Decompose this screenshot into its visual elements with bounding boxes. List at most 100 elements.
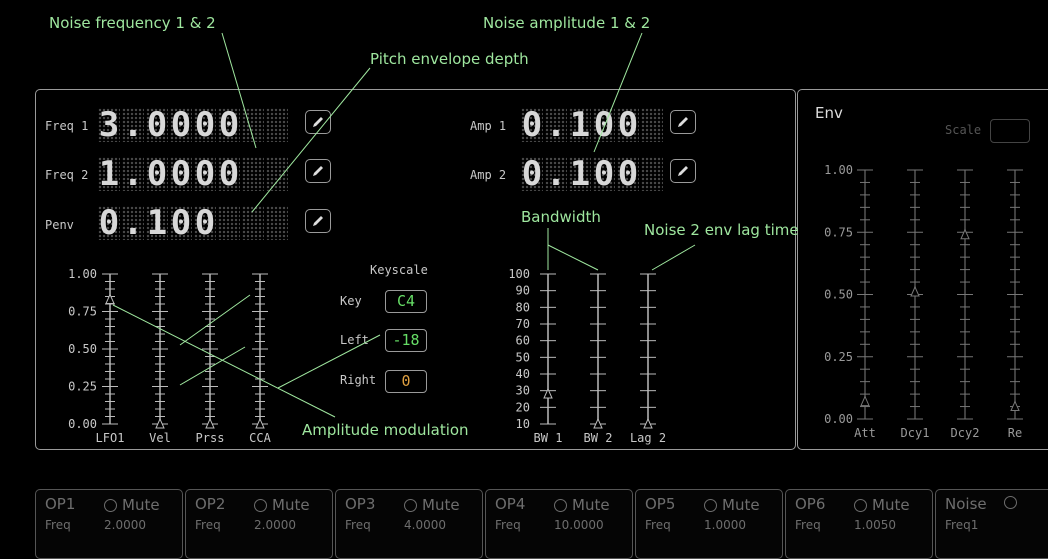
lcd-cell: 0 xyxy=(521,105,543,145)
scale-tick-label: 70 xyxy=(516,317,530,331)
slider-label: BW 1 xyxy=(534,431,563,445)
lcd-cell: . xyxy=(545,154,567,194)
pitch-env-annotation: Pitch envelope depth xyxy=(370,50,529,68)
slider-thumb[interactable] xyxy=(960,228,970,240)
mute-label: Mute xyxy=(422,496,460,514)
edit-penv-button[interactable] xyxy=(305,209,331,233)
slider-thumb[interactable] xyxy=(205,417,215,429)
radio-icon xyxy=(704,498,717,512)
left-field[interactable]: -18 xyxy=(385,329,427,352)
tab-freq-label: Freq1 xyxy=(945,518,979,532)
scale-tick-label: 90 xyxy=(516,284,530,298)
mute-toggle[interactable]: Mute xyxy=(704,496,760,514)
slider-label: Att xyxy=(854,426,876,440)
tab-name: Noise xyxy=(945,495,987,513)
lcd-cell: 0 xyxy=(218,154,240,194)
lcd-cell: 3 xyxy=(98,105,120,145)
scale-tick-label: 0.50 xyxy=(68,342,97,356)
scale-tick-label: 20 xyxy=(516,400,530,414)
radio-icon xyxy=(554,498,567,512)
right-field[interactable]: 0 xyxy=(385,370,427,393)
lcd-cell: 0 xyxy=(170,154,192,194)
lcd-cell: . xyxy=(122,203,144,243)
slider-thumb[interactable] xyxy=(543,387,553,399)
slider-thumb[interactable] xyxy=(105,293,115,304)
lcd-cell: 1 xyxy=(98,154,120,194)
scale-tick-label: 0.50 xyxy=(824,288,853,302)
slider-label: LFO1 xyxy=(96,431,125,445)
slider-thumb[interactable] xyxy=(255,417,265,429)
mute-toggle[interactable] xyxy=(1004,496,1022,509)
penv-label: Penv xyxy=(45,218,74,232)
mute-toggle[interactable]: Mute xyxy=(254,496,310,514)
radio-icon xyxy=(854,498,867,512)
scale-tick-label: 0.25 xyxy=(824,350,853,364)
slider-label: Dcy1 xyxy=(901,426,930,440)
pencil-icon xyxy=(678,117,688,127)
slider-thumb[interactable] xyxy=(155,417,165,429)
slider-label: Re xyxy=(1008,426,1022,440)
lcd-cell: . xyxy=(122,105,144,145)
tab-freq-label: Freq xyxy=(45,518,71,532)
key-label: Key xyxy=(340,294,362,308)
tab-freq-value: 4.0000 xyxy=(404,518,446,532)
tab-freq-label: Freq xyxy=(795,518,821,532)
lcd-cell: 1 xyxy=(146,203,168,243)
lcd-cell: 1 xyxy=(569,154,591,194)
radio-icon xyxy=(1004,496,1017,509)
key-field[interactable]: C4 xyxy=(385,290,427,313)
radio-icon xyxy=(104,498,117,512)
lcd-cell: . xyxy=(122,154,144,194)
freq1-label: Freq 1 xyxy=(45,119,89,133)
noise-freq-annotation: Noise frequency 1 & 2 xyxy=(49,14,216,32)
lcd-cell xyxy=(641,157,663,191)
mute-toggle[interactable]: Mute xyxy=(554,496,610,514)
tab-freq-value: 2.0000 xyxy=(104,518,146,532)
scale-tick-label: 40 xyxy=(516,367,530,381)
tab-freq-value: 10.0000 xyxy=(554,518,604,532)
mute-toggle[interactable]: Mute xyxy=(104,496,160,514)
slider-label: BW 2 xyxy=(584,431,613,445)
env-scale-label: Scale xyxy=(945,123,982,137)
pencil-icon xyxy=(678,166,688,176)
lcd-cell xyxy=(218,206,240,240)
lcd-cell: 0 xyxy=(194,203,216,243)
env-scale-field[interactable] xyxy=(990,119,1030,143)
env-panel xyxy=(797,89,1048,450)
scale-tick-label: 0.75 xyxy=(68,305,97,319)
slider-thumb[interactable] xyxy=(910,285,920,297)
slider-thumb[interactable] xyxy=(593,417,603,429)
lcd-cell: 0 xyxy=(146,154,168,194)
tab-freq-value: 1.0000 xyxy=(704,518,746,532)
edit-amp2-button[interactable] xyxy=(670,159,696,183)
lcd-cell xyxy=(266,206,288,240)
mute-toggle[interactable]: Mute xyxy=(854,496,910,514)
scale-tick-label: 10 xyxy=(516,417,530,431)
scale-tick-label: 30 xyxy=(516,384,530,398)
slider-label: Vel xyxy=(149,431,171,445)
edit-amp1-button[interactable] xyxy=(670,110,696,134)
scale-tick-label: 50 xyxy=(516,350,530,364)
env-title: Env xyxy=(815,104,843,122)
scale-tick-label: 60 xyxy=(516,334,530,348)
tab-freq-value: 2.0000 xyxy=(254,518,296,532)
slider-label: Dcy2 xyxy=(951,426,980,440)
tab-name: OP1 xyxy=(45,495,76,513)
slider-thumb[interactable] xyxy=(1010,400,1020,412)
scale-tick-label: 80 xyxy=(516,300,530,314)
mute-toggle[interactable]: Mute xyxy=(404,496,460,514)
pencil-icon xyxy=(313,216,323,226)
tab-freq-label: Freq xyxy=(195,518,221,532)
lag-time-annotation: Noise 2 env lag time xyxy=(644,221,799,239)
tab-name: OP4 xyxy=(495,495,526,513)
slider-thumb[interactable] xyxy=(860,395,870,407)
tab-freq-label: Freq xyxy=(345,518,371,532)
slider-thumb[interactable] xyxy=(643,417,653,429)
